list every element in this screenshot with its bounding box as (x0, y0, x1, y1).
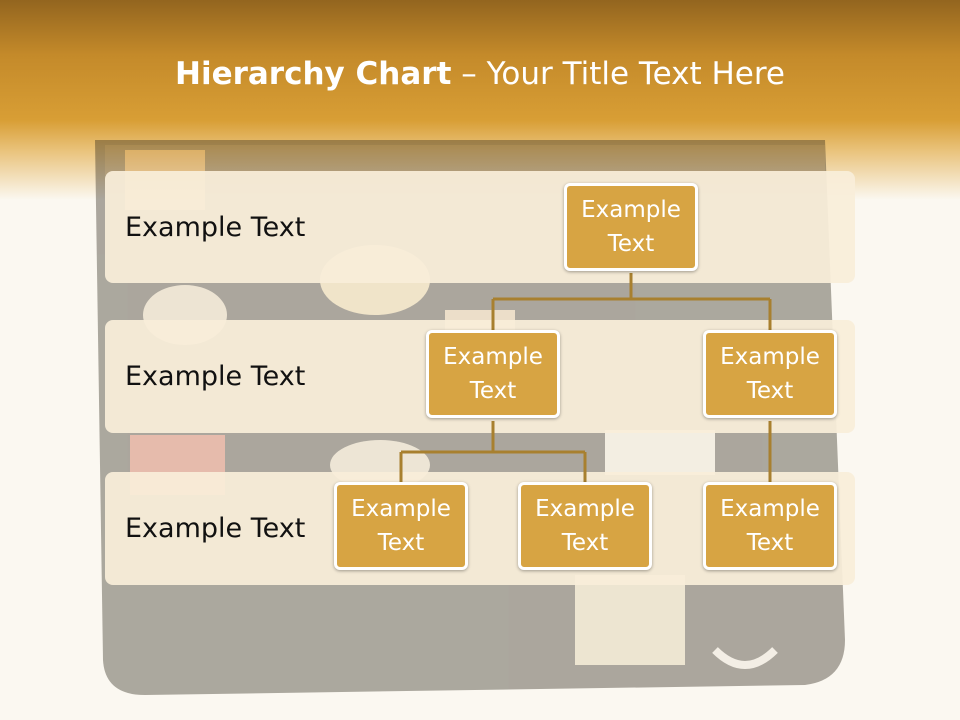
tier-label-2: Example Text (125, 361, 306, 392)
title-rest: – Your Title Text Here (451, 56, 785, 92)
tier-label-1: Example Text (125, 211, 306, 243)
node-leaf-2[interactable]: Example Text (518, 482, 652, 570)
node-mid-left-label: Example Text (443, 344, 543, 404)
header-band (0, 0, 960, 200)
node-mid-right-label: Example Text (720, 344, 820, 404)
title-bold: Hierarchy Chart (175, 56, 452, 92)
connector-mid-left (399, 421, 587, 482)
connector-root (491, 273, 772, 330)
node-root[interactable]: Example Text (564, 183, 698, 271)
node-leaf-1[interactable]: Example Text (334, 482, 468, 570)
node-mid-left[interactable]: Example Text (426, 330, 560, 418)
node-mid-right[interactable]: Example Text (703, 330, 837, 418)
node-leaf-1-label: Example Text (351, 496, 451, 556)
tier-band-1: Example Text (105, 171, 855, 283)
node-leaf-3[interactable]: Example Text (703, 482, 837, 570)
page-title: Hierarchy Chart – Your Title Text Here (0, 56, 960, 92)
node-leaf-2-label: Example Text (535, 496, 635, 556)
tier-label-3: Example Text (125, 513, 306, 544)
node-leaf-3-label: Example Text (720, 496, 820, 556)
node-root-label: Example Text (581, 197, 681, 257)
